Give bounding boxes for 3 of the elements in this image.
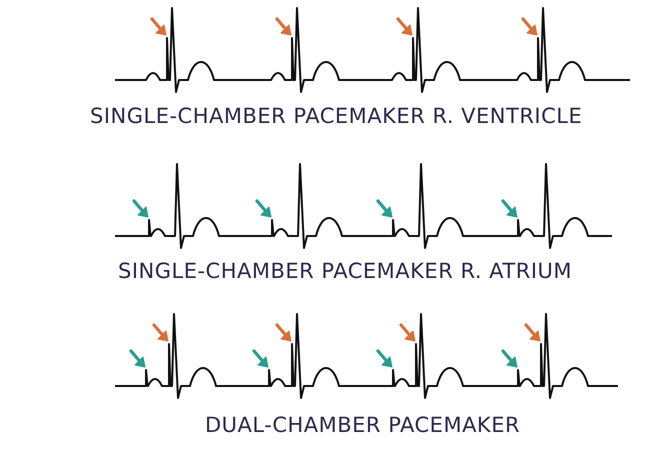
strip-caption: SINGLE-CHAMBER PACEMAKER R. VENTRICLE (90, 104, 582, 128)
strip-caption: SINGLE-CHAMBER PACEMAKER R. ATRIUM (118, 259, 572, 283)
strip-caption: DUAL-CHAMBER PACEMAKER (205, 413, 520, 437)
